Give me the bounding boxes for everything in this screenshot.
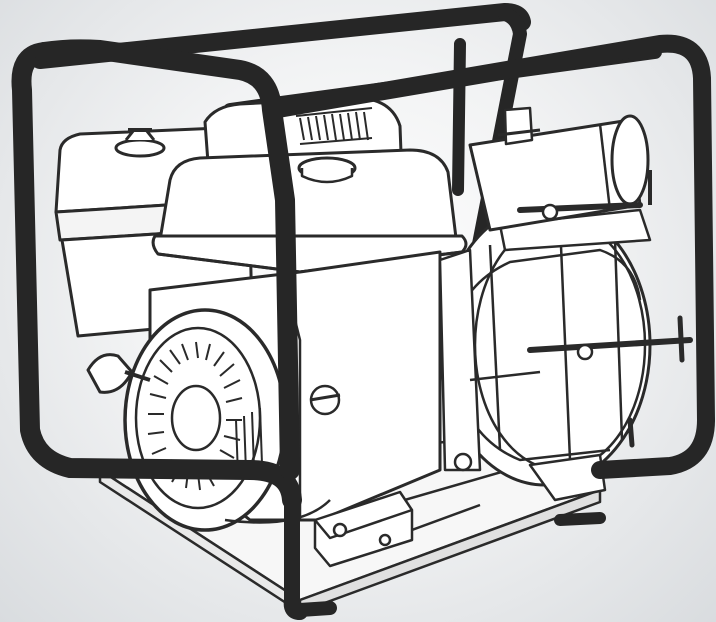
shroud-vents bbox=[295, 107, 373, 145]
frame-front bbox=[11, 34, 715, 620]
pump-clamp-handles bbox=[517, 202, 693, 448]
pump-housing bbox=[438, 203, 652, 502]
starter-pull-handle bbox=[86, 353, 151, 394]
engine-foot-mount bbox=[313, 490, 414, 568]
pump-ribs bbox=[488, 221, 624, 461]
